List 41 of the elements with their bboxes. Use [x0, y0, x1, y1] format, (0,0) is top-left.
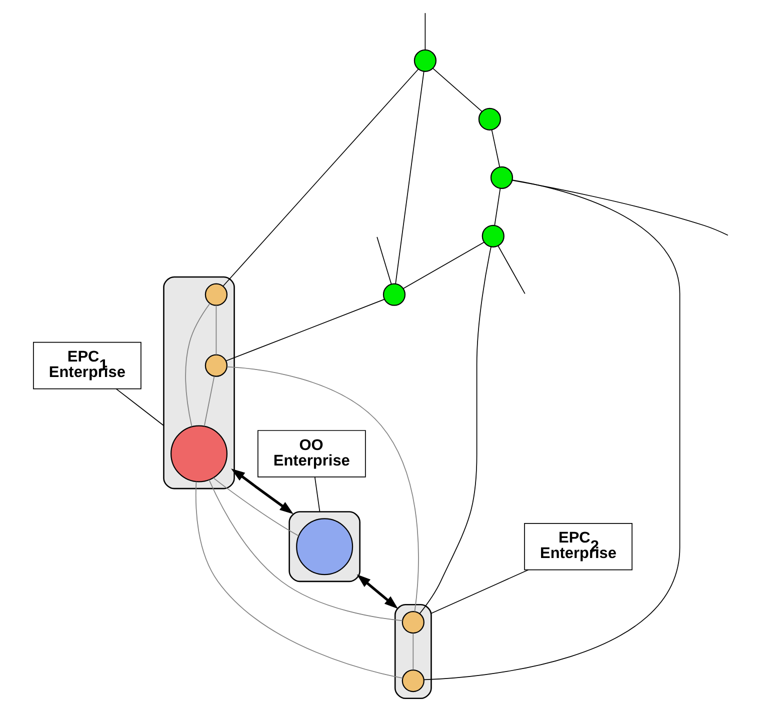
node-circle [414, 49, 436, 72]
node-circle [482, 224, 504, 248]
connector [185, 303, 210, 427]
arrow [356, 574, 398, 609]
connector [216, 304, 217, 356]
connector [226, 298, 385, 362]
node-circle [204, 283, 228, 306]
node-circle [490, 166, 514, 189]
connector [212, 477, 300, 536]
connector [314, 476, 320, 512]
node-circle [204, 354, 228, 377]
node-circle [402, 669, 424, 692]
connector [432, 68, 482, 112]
connector [494, 188, 501, 226]
node-circle [478, 108, 502, 130]
connector [424, 180, 680, 680]
node-circle [170, 425, 228, 482]
cluster [163, 276, 235, 490]
cluster [288, 511, 360, 582]
connector [419, 246, 492, 614]
node-circle [382, 283, 406, 306]
connector [116, 388, 164, 426]
connector [402, 242, 484, 289]
node-circle [402, 611, 424, 634]
connector [195, 481, 404, 679]
arrow [231, 468, 294, 514]
connector [412, 632, 414, 670]
node-box: OO Enterprise [257, 430, 366, 478]
connector [498, 245, 526, 294]
node-circle [296, 518, 354, 576]
connector [376, 236, 392, 285]
connector [430, 569, 529, 614]
connector [204, 376, 215, 427]
connector [424, 12, 426, 50]
connector [208, 479, 403, 622]
cluster [394, 604, 432, 700]
connector [512, 180, 728, 236]
connector [222, 68, 419, 287]
connector [491, 129, 500, 168]
connector [395, 71, 424, 284]
connector [226, 366, 419, 612]
